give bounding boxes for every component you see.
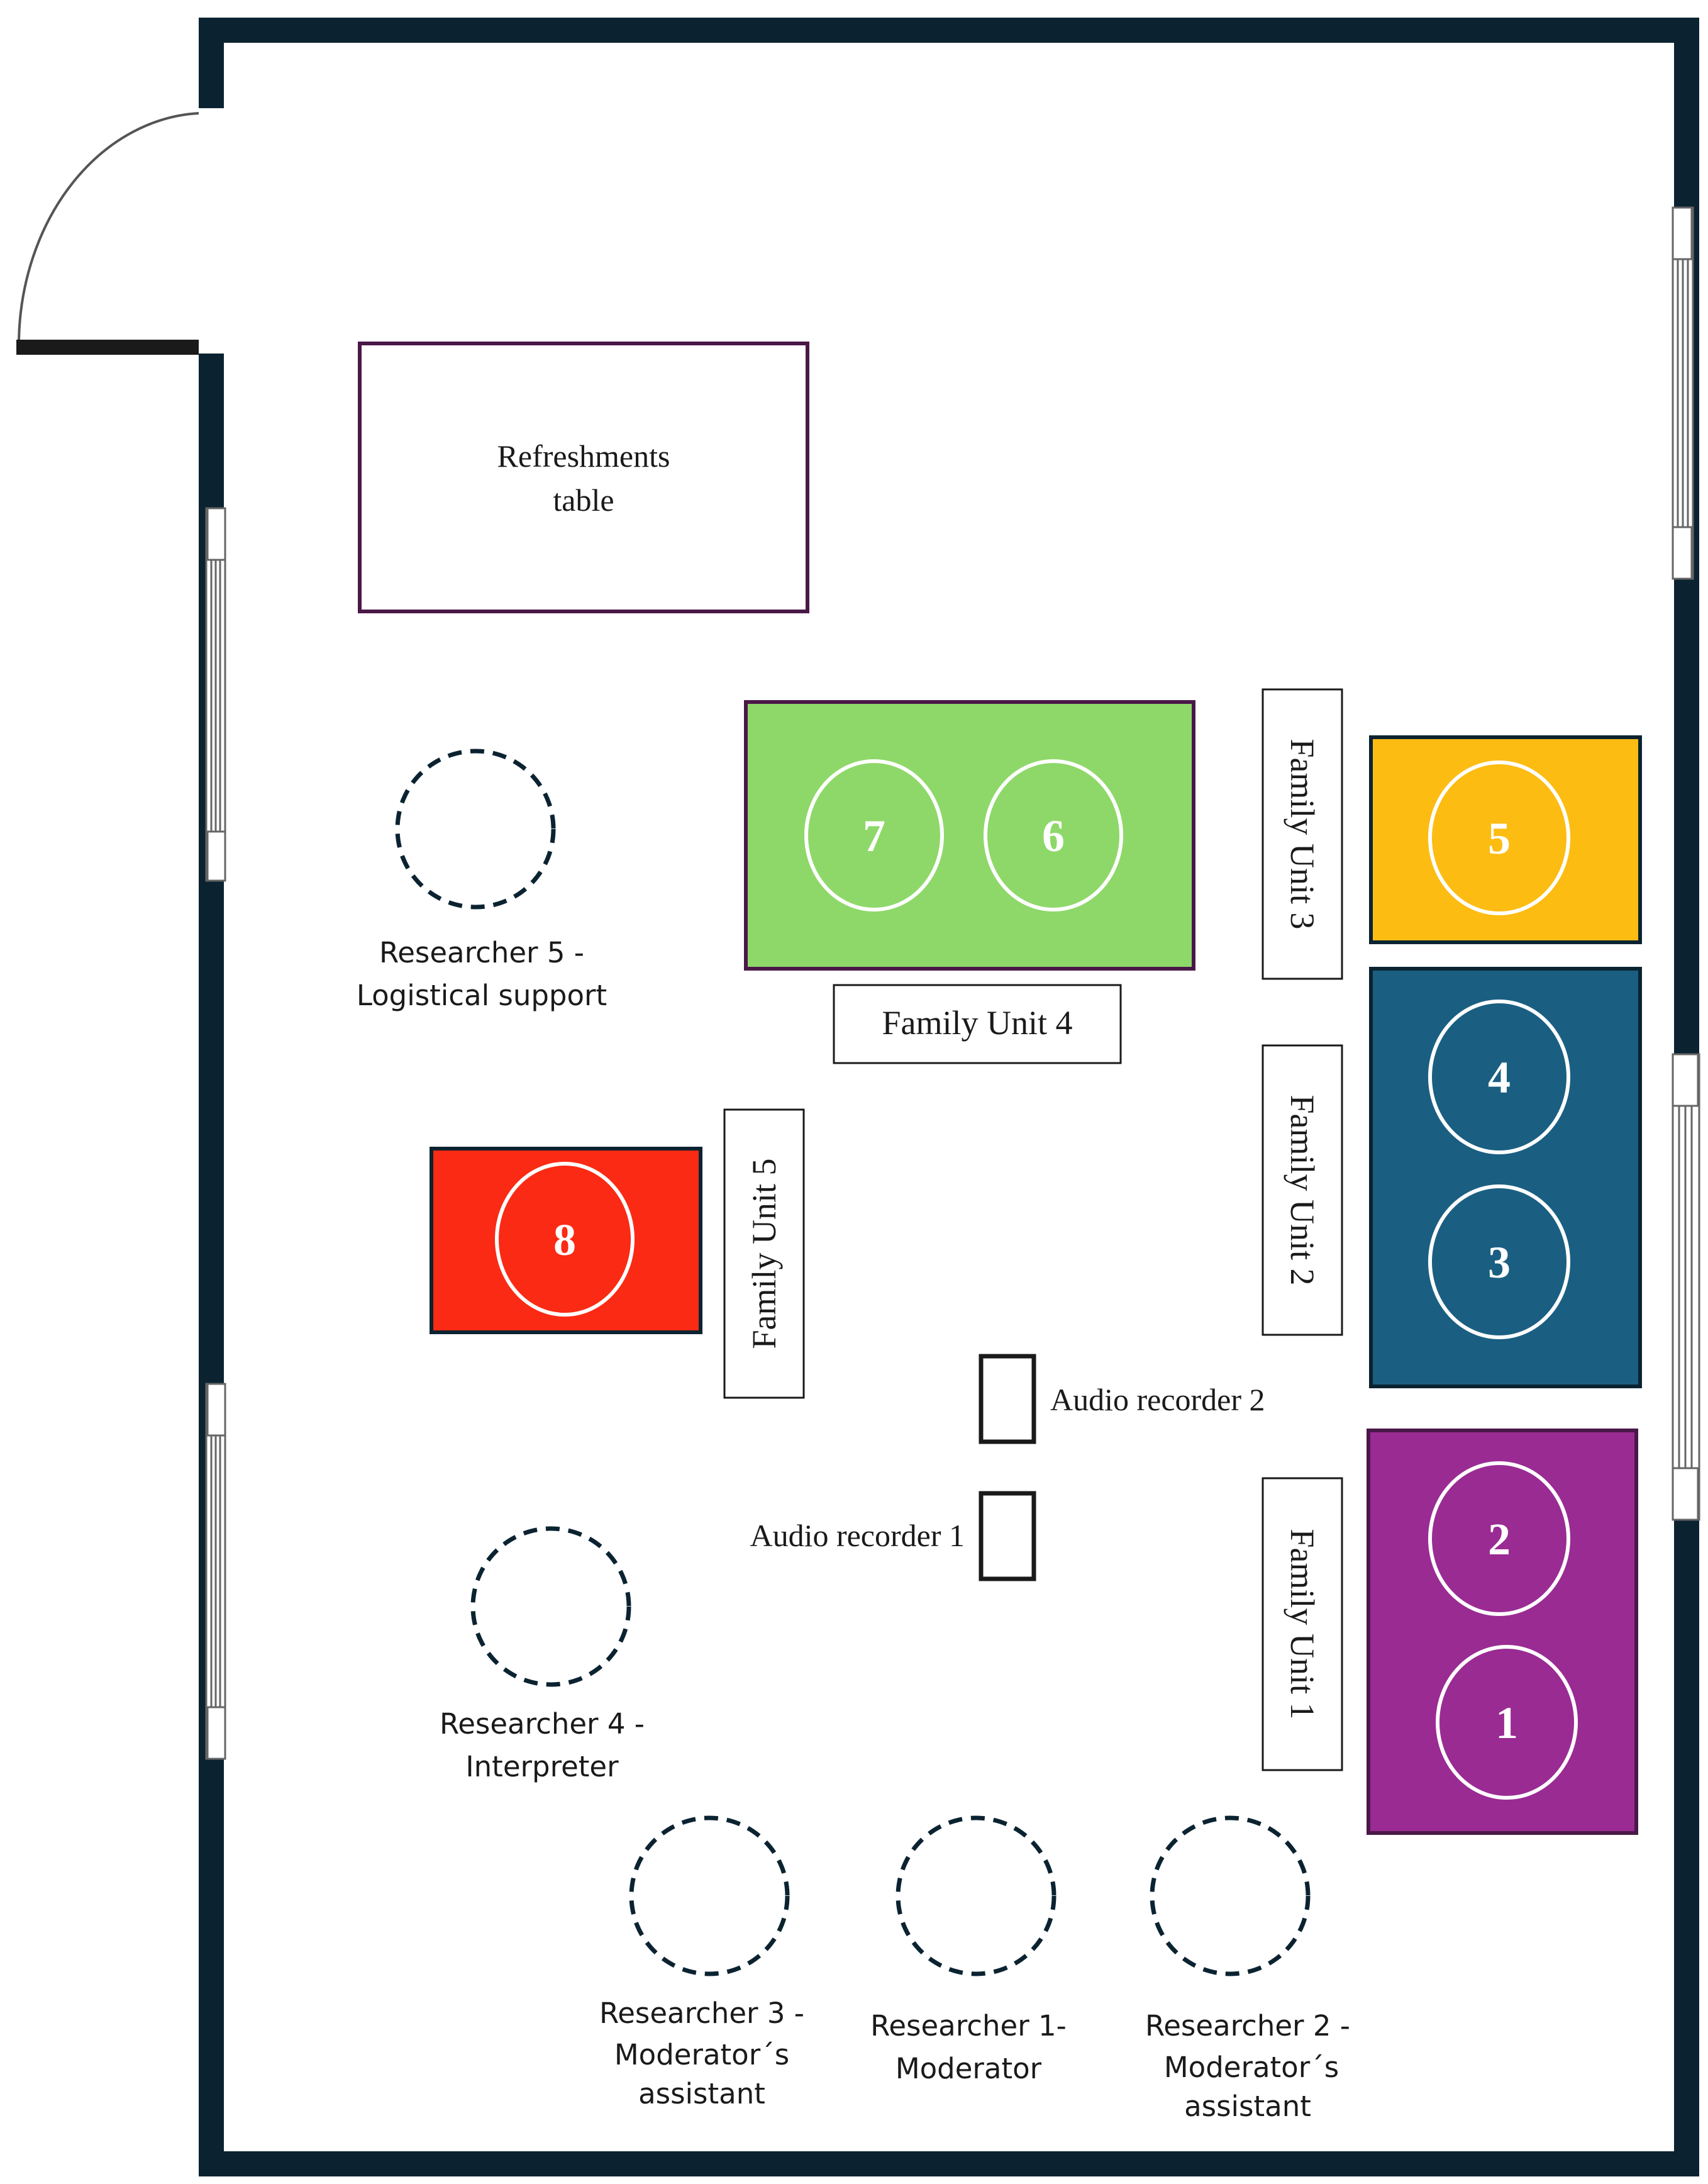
audio-recorder-1: Audio recorder 1 — [750, 1491, 1036, 1581]
researcher-2-line1: Researcher 2 - — [1145, 2009, 1350, 2042]
seat-5-label: 5 — [1488, 813, 1511, 864]
window-left-upper — [205, 507, 226, 882]
researcher-4-position — [470, 1526, 631, 1687]
family-unit-5-label: Family Unit 5 — [745, 1158, 783, 1349]
family-unit-2-table: 4 3 — [1369, 967, 1642, 1388]
window-right-lower — [1672, 1053, 1700, 1521]
seat-7 — [804, 759, 944, 911]
researcher-3-position — [629, 1815, 790, 1976]
researcher-3-line1: Researcher 3 - — [599, 1997, 804, 2030]
audio-recorder-2: Audio recorder 2 — [979, 1354, 1265, 1444]
seat-4 — [1428, 1000, 1570, 1154]
family-unit-3-label: Family Unit 3 — [1284, 738, 1321, 929]
family-unit-5-table: 8 — [430, 1147, 702, 1334]
seat-6-label: 6 — [1042, 811, 1065, 861]
researcher-1-line1: Researcher 1- — [870, 2009, 1067, 2042]
seat-5 — [1428, 760, 1570, 915]
family-unit-2-label-box: Family Unit 2 — [1262, 1044, 1343, 1336]
researcher-1-line2: Moderator — [896, 2052, 1042, 2085]
family-unit-1-table: 2 1 — [1367, 1429, 1638, 1835]
seat-4-label: 4 — [1488, 1052, 1511, 1103]
family-unit-1-label-box: Family Unit 1 — [1262, 1477, 1343, 1771]
family-unit-2-label: Family Unit 2 — [1284, 1095, 1321, 1285]
researcher-5-line2: Logistical support — [357, 979, 607, 1012]
family-unit-5-label-box: Family Unit 5 — [723, 1108, 805, 1399]
seat-2-label: 2 — [1488, 1514, 1511, 1564]
researcher-2: Researcher 2 - Moderator´s assistant — [1145, 1815, 1350, 2123]
family-unit-4-label-box: Family Unit 4 — [833, 984, 1122, 1064]
seat-1 — [1436, 1645, 1578, 1800]
seat-3-label: 3 — [1488, 1237, 1511, 1288]
researcher-5-position — [395, 749, 556, 910]
researcher-4-line2: Interpreter — [465, 1750, 619, 1783]
audio-recorder-1-label: Audio recorder 1 — [750, 1518, 965, 1553]
family-unit-3-label-box: Family Unit 3 — [1262, 688, 1343, 980]
refreshments-table: Refreshments table — [358, 342, 809, 613]
researcher-3: Researcher 3 - Moderator´s assistant — [599, 1815, 804, 2110]
seat-3 — [1428, 1184, 1570, 1339]
family-unit-3-table: 5 — [1369, 735, 1642, 944]
door-icon — [16, 108, 226, 355]
researcher-5: Researcher 5 - Logistical support — [357, 749, 607, 1012]
researcher-4: Researcher 4 - Interpreter — [440, 1526, 645, 1783]
researcher-3-line3: assistant — [638, 2077, 765, 2110]
researcher-2-line3: assistant — [1184, 2090, 1311, 2123]
refreshments-label-line1: Refreshments — [497, 438, 670, 474]
seat-1-label: 1 — [1495, 1698, 1518, 1748]
audio-recorder-2-label: Audio recorder 2 — [1050, 1382, 1265, 1417]
family-unit-4-table: 7 6 — [744, 700, 1195, 971]
window-right-upper — [1672, 206, 1694, 580]
researcher-2-position — [1150, 1815, 1311, 1976]
family-unit-4-label: Family Unit 4 — [882, 1004, 1072, 1042]
researcher-4-line1: Researcher 4 - — [440, 1707, 645, 1741]
researcher-3-line2: Moderator´s — [614, 2038, 789, 2071]
seat-8 — [495, 1162, 635, 1317]
researcher-5-line1: Researcher 5 - — [379, 936, 584, 969]
researcher-2-line2: Moderator´s — [1164, 2051, 1339, 2084]
refreshments-label-line2: table — [553, 482, 614, 518]
seat-7-label: 7 — [863, 811, 885, 861]
seat-8-label: 8 — [553, 1215, 576, 1265]
researcher-1: Researcher 1- Moderator — [870, 1815, 1067, 2085]
seat-6 — [984, 759, 1123, 911]
seat-2 — [1428, 1461, 1570, 1616]
window-left-lower — [205, 1383, 226, 1760]
family-unit-1-label: Family Unit 1 — [1284, 1529, 1321, 1719]
researcher-1-position — [896, 1815, 1056, 1976]
